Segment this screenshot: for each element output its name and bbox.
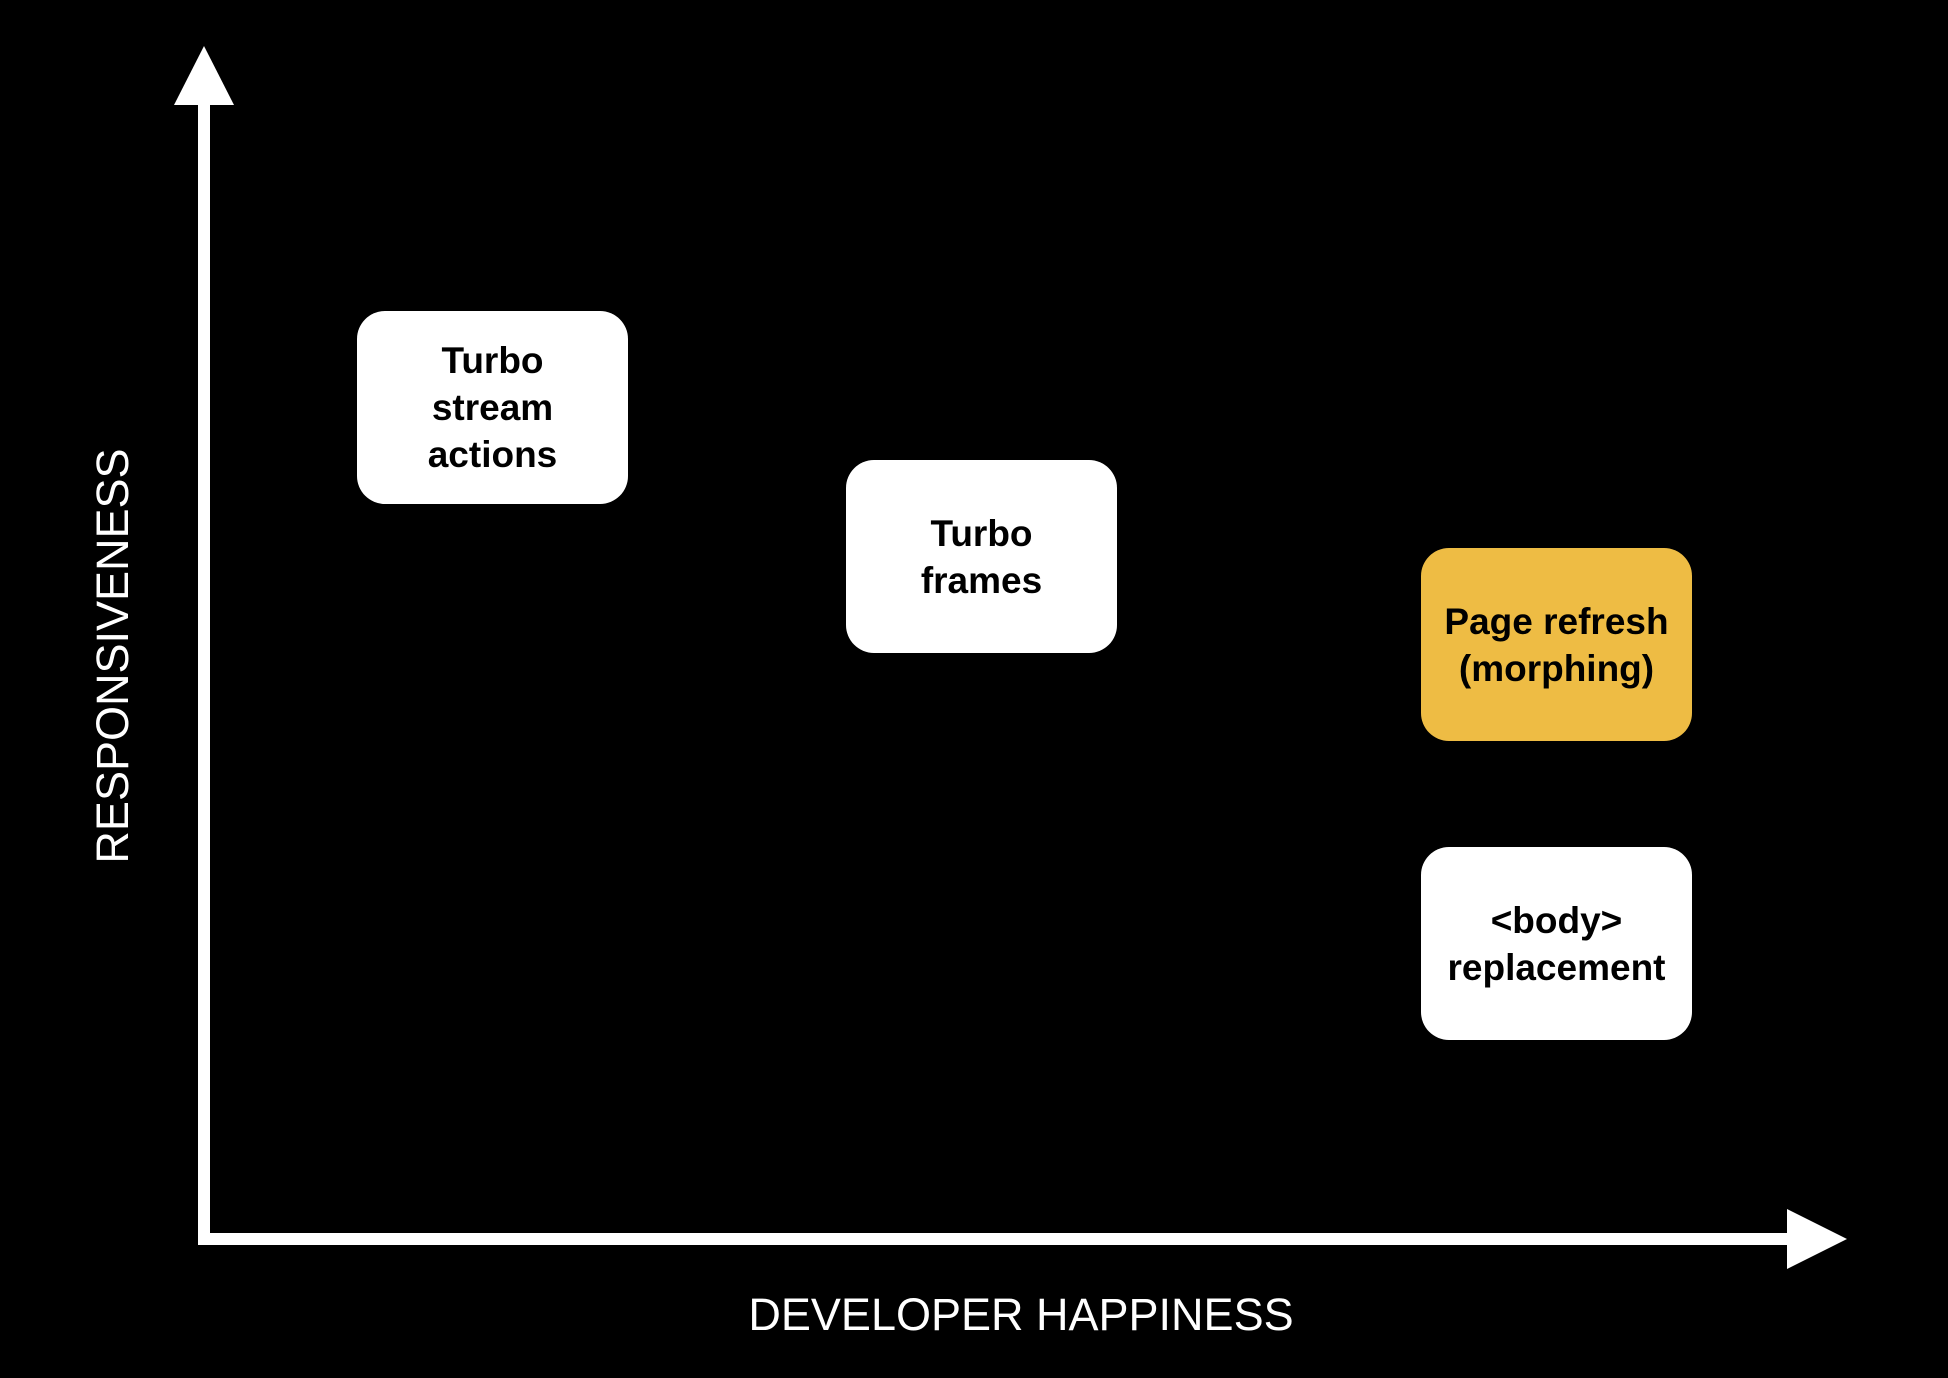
box-turbo-frames: Turbo frames	[846, 460, 1117, 653]
box-line: stream	[431, 387, 554, 428]
y-axis-label: RESPONSIVENESS	[87, 448, 138, 864]
box-line: Turbo	[441, 340, 544, 381]
box-line: replacement	[1447, 946, 1666, 988]
box-page-refresh-morphing: Page refresh (morphing)	[1421, 548, 1692, 741]
box-turbo-stream-actions: Turbo stream actions	[357, 311, 628, 504]
x-axis-arrowhead	[1787, 1209, 1847, 1269]
y-axis-arrowhead	[174, 46, 234, 105]
box-line: Turbo	[930, 512, 1033, 554]
box-line: (morphing)	[1458, 647, 1655, 689]
box-line: actions	[427, 434, 558, 475]
box-line: frames	[920, 559, 1043, 601]
x-axis-label: DEVELOPER HAPPINESS	[748, 1289, 1294, 1340]
box-line: <body>	[1490, 899, 1623, 941]
box-body-replacement: <body> replacement	[1421, 847, 1692, 1040]
box-line: Page refresh	[1444, 600, 1669, 642]
